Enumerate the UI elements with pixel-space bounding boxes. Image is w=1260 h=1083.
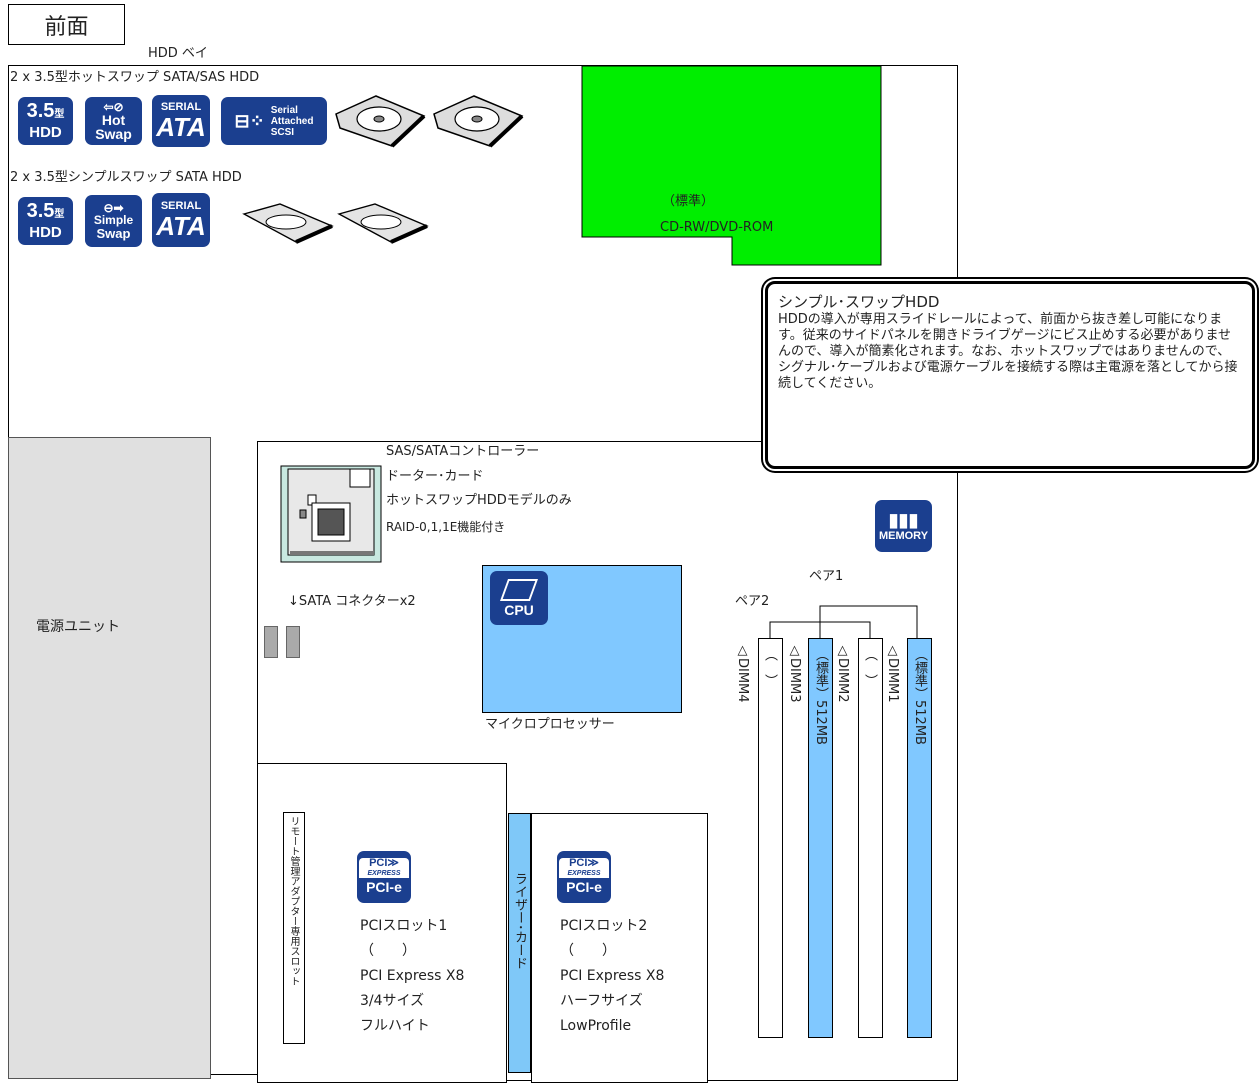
hdd-bay-label: HDD ベイ <box>148 46 208 61</box>
dimm3-value: （標準）512MB <box>813 648 828 745</box>
dimm1-label: △DIMM1 <box>885 643 900 703</box>
pci-slot1-type: PCI Express X8 <box>360 968 465 984</box>
hot-swap-hdd-title: 2 x 3.5型ホットスワップ SATA/SAS HDD <box>10 70 260 85</box>
simple-swap-hdd-icon <box>337 203 429 244</box>
pci-slot2-height: LowProfile <box>560 1018 632 1034</box>
pci-slot2-name: PCIスロット2 <box>560 918 648 934</box>
remote-mgmt-slot <box>283 812 305 1044</box>
simple-swap-badge-icon: ⊖➡ Simple Swap <box>85 195 142 247</box>
cpu-badge-icon: CPU <box>490 571 548 625</box>
dimm3-label: △DIMM3 <box>787 643 802 703</box>
serial-ata-badge-icon: SERIAL ATA <box>152 95 210 147</box>
pcie-badge-icon: PCI≫ EXPRESS PCI-e <box>357 851 411 903</box>
serial-ata-badge-icon: SERIAL ATA <box>152 193 210 247</box>
remote-mgmt-label: リモート管理アダプター専用スロット <box>288 816 299 986</box>
pci-slot1-area <box>257 763 507 1083</box>
dimm2-slot <box>858 638 883 1038</box>
dimm3-slot <box>808 638 833 1038</box>
memory-badge-icon: ▮▮▮ MEMORY <box>875 500 932 552</box>
riser-card-label: ライザー･カード <box>512 872 527 970</box>
hot-swap-hdd-icon <box>433 95 524 148</box>
sata-connector-2 <box>286 626 300 658</box>
pcie-badge-icon: PCI≫ EXPRESS PCI-e <box>557 851 611 903</box>
power-supply-unit <box>8 437 211 1079</box>
hdd-3-5-badge-icon: 3.5型 HDD <box>18 97 73 145</box>
hot-swap-hdd-icon <box>335 95 426 148</box>
simple-swap-hdd-title: 2 x 3.5型シンプルスワップ SATA HDD <box>10 170 242 185</box>
pci-slot2-size: ハーフサイズ <box>560 993 643 1009</box>
pci-slot1-size: 3/4サイズ <box>360 993 425 1009</box>
front-label: 前面 <box>8 4 125 45</box>
dimm4-label: △DIMM4 <box>735 643 750 703</box>
callout-title: シンプル･スワップHDD <box>778 293 940 311</box>
cpu-label: マイクロプロセッサー <box>485 717 615 732</box>
controller-line4: RAID-0,1,1E機能付き <box>386 520 506 534</box>
sata-connector-label: ↓SATA コネクターx2 <box>288 594 416 609</box>
optical-name-label: CD-RW/DVD-ROM <box>660 220 774 235</box>
dimm2-label: △DIMM2 <box>835 643 850 703</box>
dimm1-slot <box>907 638 932 1038</box>
simple-swap-hdd-icon <box>242 203 334 244</box>
dimm1-value: （標準）512MB <box>912 648 927 745</box>
pair1-label: ペア1 <box>809 569 844 584</box>
optical-std-label: （標準） <box>662 194 715 209</box>
simple-swap-callout: シンプル･スワップHDD HDDの導入が専用スライドレールによって、前面から抜き… <box>765 281 1255 469</box>
pci-slot1-name: PCIスロット1 <box>360 918 448 934</box>
pci-slot1-paren: （ ） <box>360 943 416 959</box>
dimm4-value: （ ） <box>762 648 777 687</box>
pci-slot1-height: フルハイト <box>360 1018 430 1034</box>
sata-connector-1 <box>264 626 278 658</box>
controller-line2: ドーター･カード <box>386 469 484 484</box>
dimm2-value: （ ） <box>862 648 877 687</box>
controller-line1: SAS/SATAコントローラー <box>386 444 540 459</box>
hdd-3-5-badge-icon: 3.5型 HDD <box>18 197 73 245</box>
controller-line3: ホットスワップHDDモデルのみ <box>386 493 572 508</box>
hot-swap-badge-icon: ⇦⊘ Hot Swap <box>85 97 142 145</box>
dimm4-slot <box>758 638 783 1038</box>
power-supply-label: 電源ユニット <box>36 619 120 635</box>
optical-drive-bay <box>581 65 882 266</box>
pci-slot2-type: PCI Express X8 <box>560 968 665 984</box>
controller-card-icon <box>280 465 382 563</box>
pci-slot2-paren: （ ） <box>560 943 616 959</box>
serial-attached-scsi-badge-icon: ⊟⁘ Serial Attached SCSI <box>221 97 327 145</box>
callout-body: HDDの導入が専用スライドレールによって、前面から抜き差し可能になります。従来の… <box>778 312 1238 391</box>
pair-connector-lines <box>769 605 918 638</box>
pair2-label: ペア2 <box>735 594 770 609</box>
